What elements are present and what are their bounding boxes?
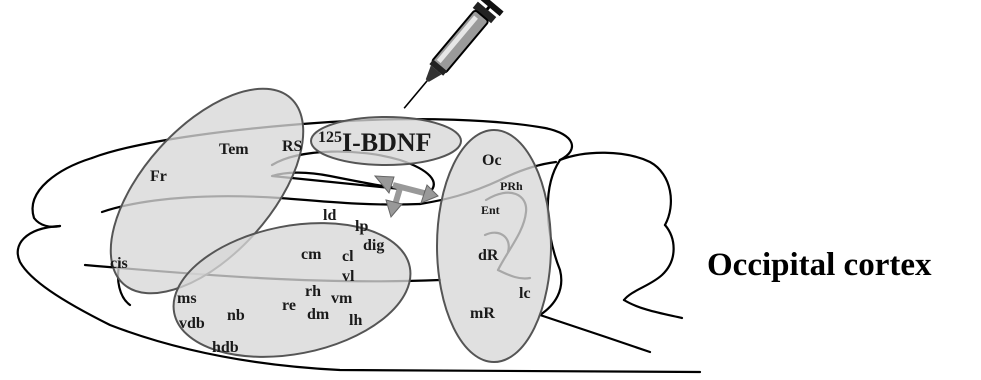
caption-occipital-cortex: Occipital cortex [707,247,932,284]
label-vl: vl [342,268,355,285]
arrow-head-down [386,200,402,217]
label-lc: lc [519,285,531,302]
label-lp: lp [355,218,368,235]
label-lh: lh [349,312,362,329]
injection-name: I-BDNF [342,128,432,157]
transport-arrows [375,176,438,217]
label-dm: dm [307,306,330,323]
label-vm: vm [331,290,353,307]
injection-superscript: 125 [318,129,342,146]
label-ld: ld [323,207,336,224]
label-rh: rh [305,283,321,300]
label-nb: nb [227,307,245,324]
label-cm: cm [301,246,322,263]
label-vdb: vdb [179,315,205,332]
label-tem: Tem [219,141,249,158]
syringe-icon [393,0,503,117]
label-rs: RS [282,138,303,155]
label-oc: Oc [482,152,502,169]
label-fr: Fr [150,168,167,185]
region-ellipses [76,55,551,375]
label-prh: PRh [500,179,523,193]
label-ent: Ent [481,203,500,217]
label-re: re [282,297,296,314]
label-ms: ms [177,290,197,307]
label-cl: cl [342,248,354,265]
label-dig: dig [363,237,384,254]
label-hdb: hdb [212,339,239,356]
label-mr: mR [470,305,495,322]
label-dr: dR [478,247,499,264]
label-cis: cis [110,255,128,272]
